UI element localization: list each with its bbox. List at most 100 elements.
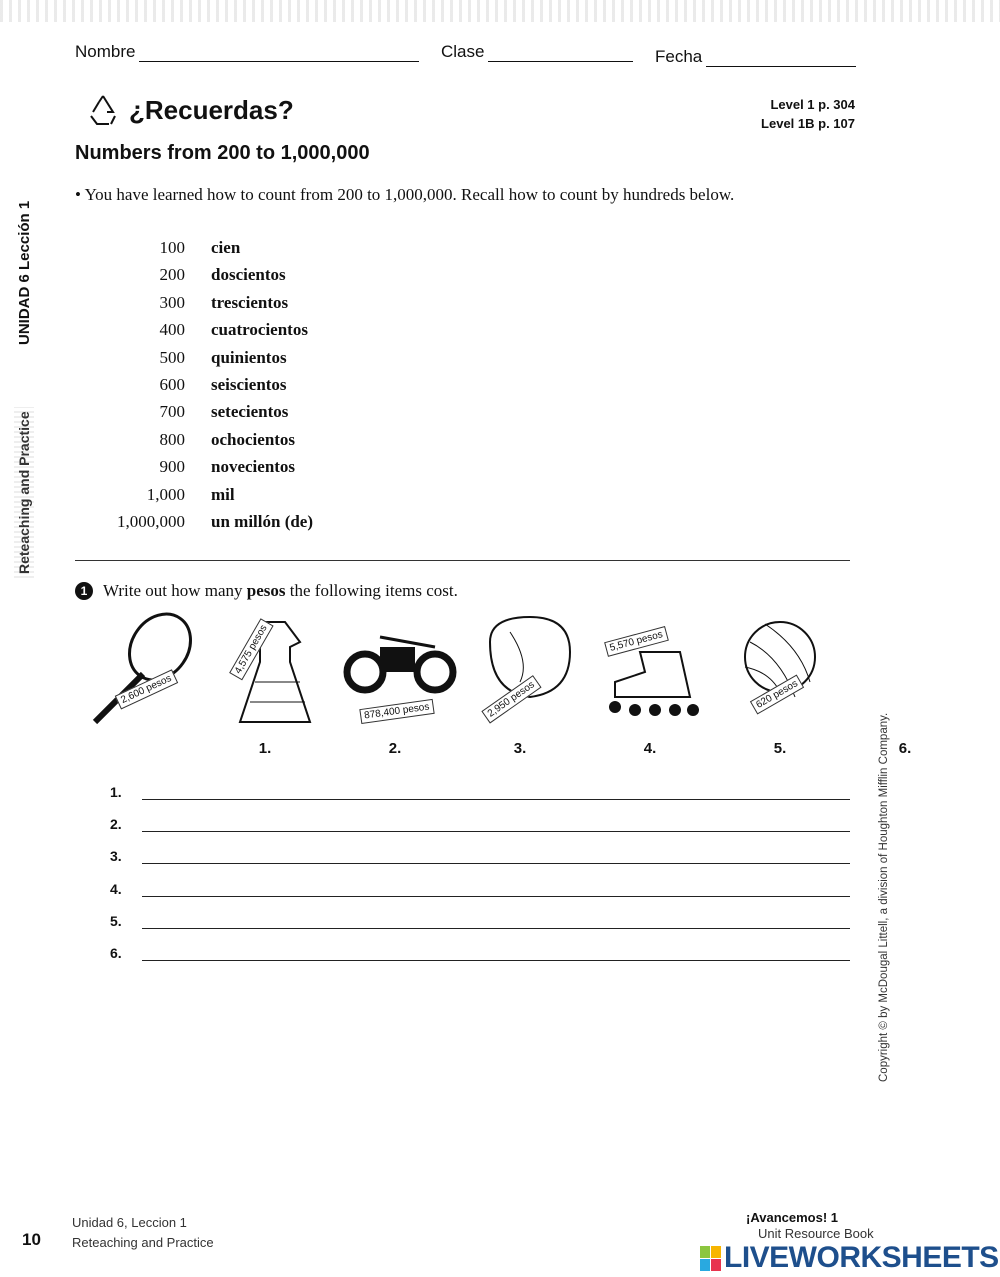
class-line[interactable] (488, 47, 634, 62)
item-dress: 4,575 pesos 2. (215, 612, 401, 757)
answer-row: 2. (110, 816, 850, 833)
date-field[interactable]: Fecha (655, 47, 857, 67)
level-ref-1: Level 1 p. 304 (770, 97, 855, 112)
item-number: 2. (388, 740, 402, 757)
name-field[interactable]: Nombre (75, 42, 420, 62)
answer-line[interactable] (142, 948, 850, 961)
number-word: ochocientos (211, 429, 296, 449)
numeral: 1,000 (146, 484, 185, 504)
item-tennis-racket: 2,600 pesos 1. (85, 612, 271, 757)
answer-line[interactable] (142, 819, 850, 833)
exercise-number-badge: 1 (75, 582, 93, 600)
name-line[interactable] (139, 47, 420, 62)
section-heading: Numbers from 200 to 1,000,000 (75, 142, 370, 164)
logo-icon (700, 1245, 721, 1271)
exercise-instruction: 1 Write out how many pesos the following… (75, 581, 458, 601)
numeral: 700 (159, 402, 186, 422)
answer-number: 4. (110, 880, 122, 897)
ball-illustration (744, 621, 816, 698)
number-word: seiscientos (211, 374, 287, 394)
numeral: 100 (159, 238, 186, 257)
number-word: quinientos (211, 347, 287, 367)
number-row: 500 quinientos (90, 348, 313, 375)
numeral: 400 (159, 320, 186, 340)
page-number: 10 (22, 1230, 41, 1249)
scan-noise (0, 0, 1000, 22)
number-word: cuatrocientos (211, 320, 308, 340)
class-field[interactable]: Clase (441, 42, 634, 62)
item-motorcycle: 878,400 pesos 3. (340, 612, 526, 757)
number-row: 800 ochocientos (90, 430, 313, 457)
answer-row: 6. (110, 945, 850, 961)
answer-line[interactable] (142, 916, 850, 929)
footer-section: Reteaching and Practice (72, 1235, 214, 1250)
intro-text: • You have learned how to count from 200… (75, 185, 735, 204)
numeral: 800 (159, 429, 186, 449)
answer-line[interactable] (142, 787, 850, 800)
level-ref-2: Level 1B p. 107 (761, 116, 855, 131)
copyright: Copyright © by McDougal Littell, a divis… (878, 712, 890, 1082)
instruction-bold: pesos (246, 581, 286, 600)
motorcycle-illustration (343, 635, 457, 694)
item-number: 1. (258, 740, 272, 757)
recycle-icon (90, 95, 116, 125)
instruction-text: Write out how many pesos the following i… (103, 581, 458, 601)
numeral: 500 (159, 347, 186, 367)
tennis-racket-illustration (92, 612, 192, 725)
number-word: un millón (de) (211, 511, 314, 531)
answer-number: 5. (110, 912, 122, 929)
title-text: ¿Recuerdas? (129, 94, 294, 125)
numeral: 200 (159, 265, 186, 285)
number-word: novecientos (211, 457, 296, 477)
divider (75, 560, 850, 561)
page-title: ¿Recuerdas? (85, 92, 294, 128)
answer-number: 6. (110, 945, 122, 961)
answer-number: 3. (110, 848, 122, 865)
answer-number: 2. (110, 816, 122, 833)
item-number: 5. (773, 740, 787, 757)
item-number: 4. (643, 740, 657, 757)
item-ball: 620 pesos 6. (725, 612, 911, 757)
footer-unit: Unidad 6, Leccion 1 (72, 1215, 187, 1230)
number-word: mil (211, 484, 235, 504)
inline-skate-illustration (609, 651, 699, 716)
number-word: doscientos (211, 265, 286, 285)
date-label: Fecha (655, 47, 703, 66)
number-row: 200 doscientos (90, 265, 313, 292)
answer-row: 3. (110, 848, 850, 865)
item-inline-skate: 5,570 pesos 5. (600, 612, 786, 757)
numeral: 600 (159, 374, 186, 394)
answer-line[interactable] (142, 851, 850, 865)
side-section-label: Reteaching and Practice (14, 407, 34, 578)
number-row: 1,000,000 un millón (de) (90, 512, 313, 539)
number-row: 700 setecientos (90, 402, 313, 429)
class-label: Clase (441, 42, 485, 61)
instruction-before: Write out how many (103, 581, 247, 600)
footer-book: ¡Avancemos! 1 (746, 1210, 838, 1225)
answer-row: 5. (110, 913, 850, 929)
number-row: 400 cuatrocientos (90, 320, 313, 347)
answer-number: 1. (110, 784, 122, 800)
numeral: 900 (159, 457, 186, 477)
liveworksheets-logo[interactable]: LIVEWORKSHEETS (700, 1243, 999, 1273)
number-word: trescientos (211, 292, 289, 312)
item-number: 6. (898, 740, 912, 757)
number-row: 600 seiscientos (90, 375, 313, 402)
item-baseball-glove: 2,950 pesos 4. (470, 612, 656, 757)
answer-row: 1. (110, 784, 850, 800)
instruction-after: the following items cost. (285, 581, 458, 600)
answer-row: 4. (110, 881, 850, 897)
number-row: 900 novecientos (90, 457, 313, 484)
footer-resource: Unit Resource Book (758, 1226, 874, 1241)
numeral: 1,000,000 (117, 511, 185, 531)
name-label: Nombre (75, 42, 136, 61)
answer-line[interactable] (142, 884, 850, 897)
number-row: 1,000 mil (90, 485, 313, 512)
date-line[interactable] (706, 52, 857, 67)
number-word: setecientos (211, 402, 289, 422)
side-unit-label: UNIDAD 6 Lección 1 (16, 200, 33, 345)
